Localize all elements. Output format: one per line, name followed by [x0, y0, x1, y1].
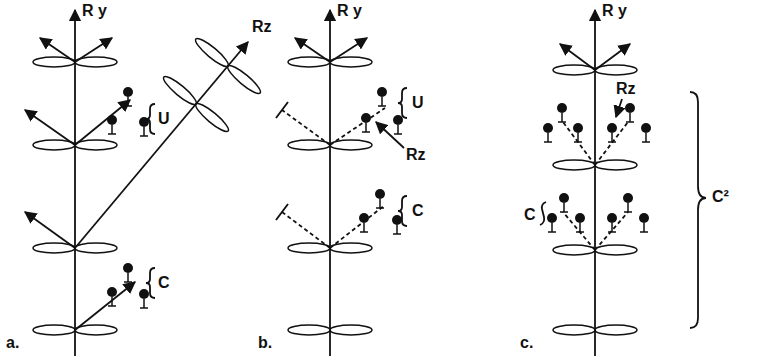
axis-label: Rz	[252, 18, 272, 36]
unit-label: C	[158, 274, 170, 292]
unit-label: U	[412, 94, 424, 112]
panel-letter: a.	[6, 334, 19, 352]
axis-label: R y	[602, 2, 627, 20]
axis-label: Rz	[406, 146, 426, 164]
unit-label: C	[524, 206, 536, 224]
unit-label: C	[412, 202, 424, 220]
panel-letter: c.	[520, 334, 533, 352]
axis-label: R y	[82, 2, 107, 20]
unit-label: U	[158, 110, 170, 128]
panel-letter: b.	[258, 334, 272, 352]
unit-label: C²	[712, 188, 729, 206]
axis-label: Rz	[616, 80, 636, 98]
axis-label: R y	[337, 2, 362, 20]
